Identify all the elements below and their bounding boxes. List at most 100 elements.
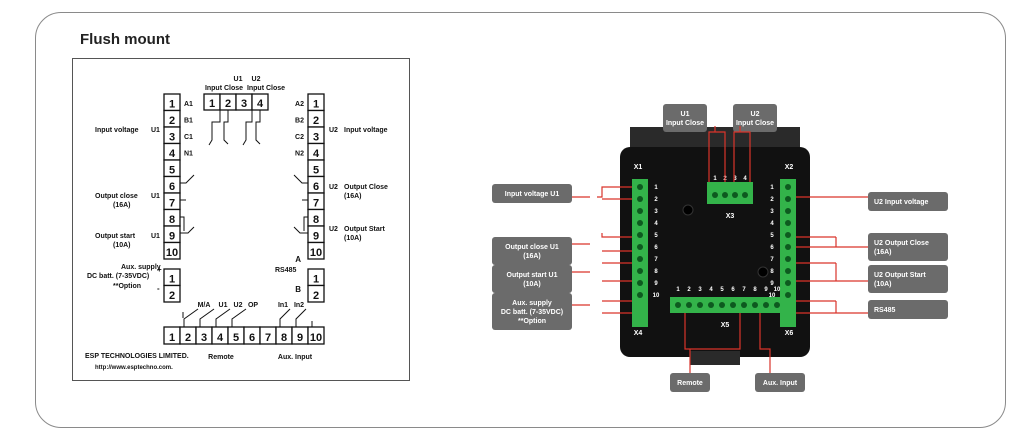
x2-pin-label: 9 (770, 281, 774, 287)
top-label-u2-sub: Input Close (247, 85, 285, 92)
right-terminal-tag: N2 (295, 151, 304, 158)
right-pin-box (307, 241, 325, 260)
callout-right-2: (10A) (874, 281, 892, 288)
connector-x3-screw (742, 192, 748, 198)
callout-left-3: **Option (518, 318, 546, 325)
bottom-pin: 4 (217, 332, 224, 344)
callout-left-0-box (492, 184, 572, 203)
left-text-u1-start: U1 (151, 233, 160, 240)
connector-x1-screw (637, 292, 643, 298)
bottom-pin-box (307, 326, 325, 345)
x1-pin-label: 6 (654, 245, 658, 251)
right-terminal-tag: A2 (295, 101, 304, 108)
right-text-output-close: Output Close (344, 184, 388, 191)
top-label-u1: U1 (234, 76, 243, 83)
x5-pin-label: 1 (676, 287, 680, 293)
left-terminal-tag: B1 (184, 118, 193, 125)
connector-x5-screw (730, 302, 736, 308)
x1-pin-label: 8 (654, 269, 658, 275)
screw-hole (757, 266, 769, 278)
x1-pin-label: 2 (654, 197, 658, 203)
x5-pin-label: 9 (764, 287, 768, 293)
connector-x2-screw (785, 280, 791, 286)
x2-pin-label: 4 (770, 221, 774, 227)
callout-remote-box (670, 373, 710, 392)
callout-left-2-box (492, 265, 572, 293)
callout-u2-input-close: U2 (751, 111, 760, 118)
left-text-option: **Option (113, 283, 141, 290)
callout-aux-input-box (755, 373, 805, 392)
u1-input-close-contact (208, 110, 221, 146)
arrow-output-close-u2 (796, 236, 868, 248)
output-start-contact-right (293, 216, 308, 234)
bottom-pin: 5 (233, 332, 239, 344)
callout-aux-input: Aux. Input (763, 380, 798, 387)
bottom-pin: 6 (249, 332, 255, 344)
callout-left-0: Input voltage U1 (505, 191, 560, 198)
left-text-plus: + (157, 265, 162, 274)
connector-x1-screw (637, 256, 643, 262)
callout-right-2-box (868, 265, 948, 293)
bottom-pin: 10 (310, 332, 322, 344)
left-text-minus: - (157, 284, 160, 293)
connector-x1-screw (637, 244, 643, 250)
x5-pin-label: 5 (720, 287, 724, 293)
callout-left-1: (16A) (523, 253, 541, 260)
connector-x1-screw (637, 280, 643, 286)
output-close-contact-right (293, 174, 308, 201)
connector-x3-screw (722, 192, 728, 198)
callout-right-1-box (868, 233, 948, 261)
company-name: ESP TECHNOLOGIES LIMITED. (85, 353, 189, 360)
callout-u2-input-close-box (733, 104, 777, 132)
x5-pin-label: 3 (698, 287, 702, 293)
x1-pin-label: 1 (654, 185, 658, 191)
left-pin: 5 (169, 165, 175, 177)
left-text-dc-batt: DC batt. (7-35VDC) (87, 273, 149, 280)
connector-x2-screw (785, 208, 791, 214)
connector-x5-screw (752, 302, 758, 308)
right-text-b: B (295, 285, 301, 294)
right-pin: 2 (313, 290, 319, 302)
left-terminal-tag: A1 (184, 101, 193, 108)
connector-x3 (707, 182, 753, 204)
left-pin: 1 (169, 274, 175, 286)
right-terminal-tag: C2 (295, 134, 304, 141)
connector-x2 (780, 179, 796, 327)
bottom-pin: 2 (185, 332, 191, 344)
callout-right-0-box (868, 192, 948, 211)
arrow-remote (684, 313, 741, 373)
label-x1: X1 (634, 164, 643, 171)
u1-input-close-contact-2 (223, 110, 229, 145)
arrow-output-close-u1 (572, 233, 632, 252)
left-pin-box (163, 284, 181, 303)
bottom-contact-label: In1 (278, 302, 288, 309)
x1-pin-label: 10 (653, 293, 660, 299)
bottom-contact-label: OP (248, 302, 258, 309)
callout-left-3: Aux. supply (512, 300, 552, 307)
x1-pin-label: 9 (654, 281, 658, 287)
left-pin: 2 (169, 290, 175, 302)
label-x2: X2 (785, 164, 794, 171)
connector-x1-screw (637, 232, 643, 238)
callout-u2-input-close: Input Close (736, 120, 774, 127)
arrow-aux-supply (572, 300, 632, 314)
callout-right-0: U2 Input voltage (874, 199, 929, 206)
connector-x2-screw (785, 268, 791, 274)
right-pin: 8 (313, 214, 319, 226)
right-pin: 3 (313, 132, 319, 144)
right-text-output-close-rating: (16A) (344, 193, 362, 200)
x5-pin-label: 10 (774, 287, 781, 293)
top-label-u1-sub: Input Close (205, 85, 243, 92)
callout-remote: Remote (677, 380, 703, 387)
screw-hole (682, 204, 694, 216)
left-pin: 1 (169, 99, 175, 111)
connector-x2-screw (785, 292, 791, 298)
callout-left-3-box (492, 293, 572, 330)
right-pin-box (307, 284, 325, 303)
x2-pin-label: 2 (770, 197, 774, 203)
bottom-pin: 8 (281, 332, 287, 344)
label-x4: X4 (634, 330, 643, 337)
right-pin: 6 (313, 181, 319, 193)
left-pin: 2 (169, 115, 175, 127)
